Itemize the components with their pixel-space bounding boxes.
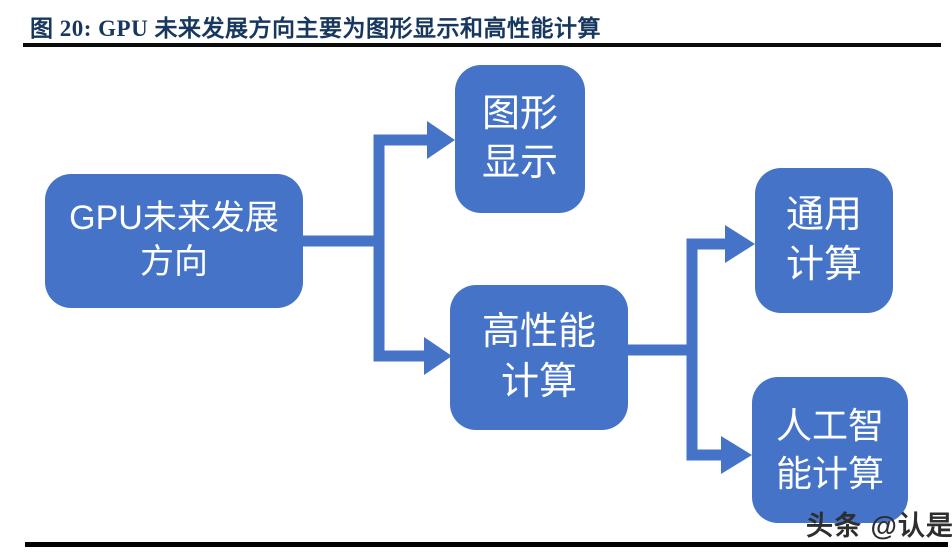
node-graphics-display: 图形 显示 — [455, 65, 585, 213]
edge-hpc-branches — [686, 238, 726, 461]
figure-title: 图 20: GPU 未来发展方向主要为图形显示和高性能计算 — [30, 16, 601, 41]
bottom-rule — [25, 542, 948, 547]
title-rule — [23, 43, 941, 47]
watermark: 头条 @认是 — [806, 511, 952, 541]
node-ai-computing: 人工智 能计算 — [752, 377, 908, 523]
arrowhead-to-graphics — [427, 121, 455, 159]
node-high-performance-computing: 高性能 计算 — [450, 285, 628, 430]
node-general-computing: 通用 计算 — [755, 168, 893, 313]
arrowhead-to-hpc — [424, 337, 452, 375]
arrowhead-to-general — [725, 225, 755, 263]
edge-root-branches — [373, 134, 428, 362]
arrowhead-to-ai — [721, 436, 752, 474]
node-gpu-future-direction: GPU未来发展 方向 — [45, 174, 303, 308]
